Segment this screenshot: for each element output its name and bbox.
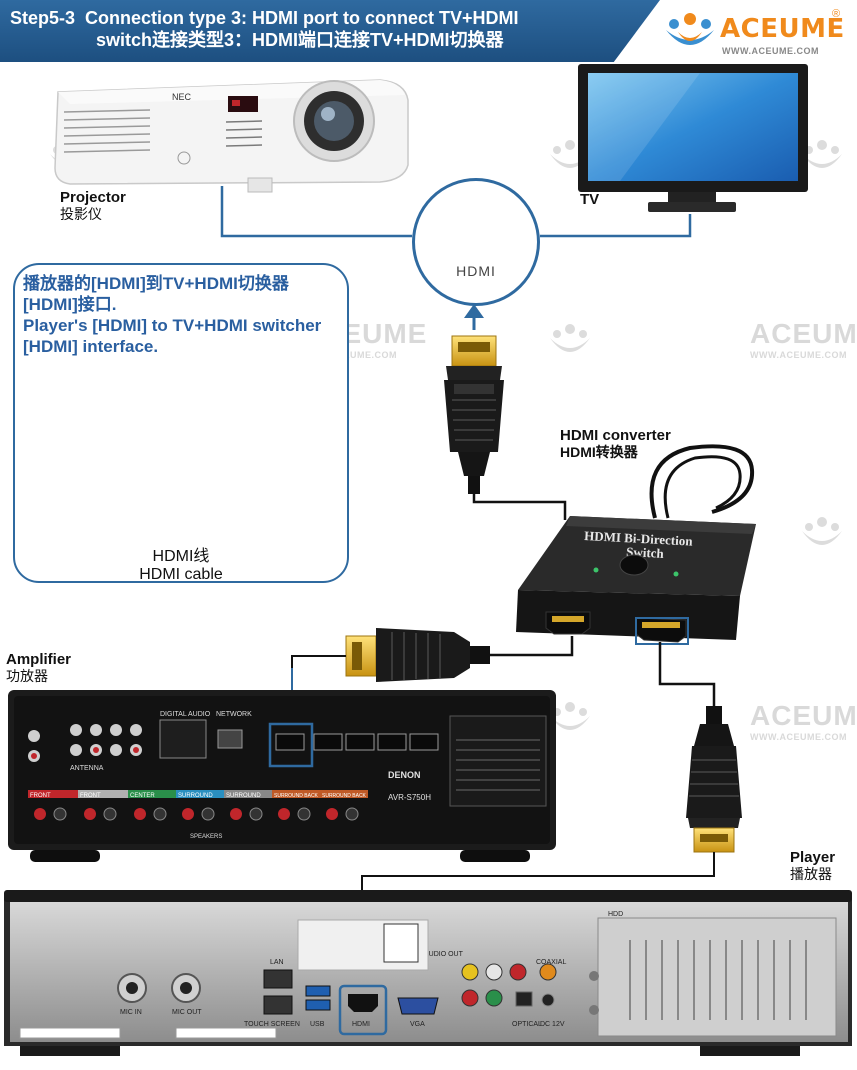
amp-section-surround-2 — [224, 790, 272, 798]
watermark-url: WWW.ACEUME.COM — [750, 732, 847, 742]
amp-section-surround-back-1 — [272, 790, 320, 798]
hdmi-plug-right — [686, 706, 742, 853]
watermark-text: ACEUME — [750, 700, 857, 731]
amplifier: DIGITAL AUDIO NETWORK ANTENNA DENON AVR-… — [8, 690, 556, 862]
amp-section-label: SURROUND BACK — [322, 793, 367, 799]
hdmi-plug-top — [444, 335, 504, 494]
projector-link-line — [220, 186, 412, 238]
logo-registered: ® — [832, 8, 841, 20]
projector: NEC — [54, 79, 409, 193]
watermark: ACEUMEWWW.ACEUME.COM — [750, 318, 857, 360]
amp-section-surround-1 — [176, 790, 224, 798]
cable-switch-to-player — [658, 642, 716, 706]
projector-label-en: Projector — [60, 189, 126, 206]
callout-box: 播放器的[HDMI]到TV+HDMI切换器[HDMI]接口. Player's … — [13, 263, 349, 583]
port-lan: LAN — [270, 959, 284, 966]
port-usb: USB — [310, 1021, 325, 1028]
hdmi-badge: HDMI — [412, 178, 540, 306]
amp-section-surround-back-2 — [320, 790, 368, 798]
hdmi-plug-horizontal — [345, 628, 490, 682]
amplifier-label-zh: 功放器 — [6, 668, 48, 684]
port-audio-out: AUDIO OUT — [424, 951, 464, 958]
logo-brand: ACEUME — [720, 14, 845, 44]
amp-network: NETWORK — [216, 711, 252, 718]
tv — [578, 64, 808, 212]
watermark: ACEUMEWWW.ACEUME.COM — [750, 700, 857, 742]
amp-model: AVR-S750H — [388, 793, 431, 802]
cable-caption-en: HDMI cable — [139, 566, 223, 583]
amp-section-label: SURROUND — [178, 793, 213, 799]
callout-text: 播放器的[HDMI]到TV+HDMI切换器[HDMI]接口. Player's … — [23, 273, 343, 357]
up-arrow-icon — [464, 304, 484, 318]
header: Step5-3 Connection type 3: HDMI port to c… — [0, 0, 857, 62]
amplifier-label: Amplifier 功放器 — [6, 651, 72, 685]
title-line-1: Connection type 3: HDMI port to connect … — [85, 8, 519, 28]
amp-antenna: ANTENNA — [70, 765, 104, 772]
amp-section-label: FRONT — [80, 793, 101, 799]
cable-caption-zh: HDMI线 — [152, 548, 210, 565]
tv-label-en: TV — [580, 191, 600, 208]
hdmi-converter-label-en: HDMI converter — [560, 427, 671, 444]
port-mic-out: MIC OUT — [172, 1009, 202, 1016]
watermark-text: ACEUME — [750, 318, 857, 349]
callout-text-zh: 播放器的[HDMI]到TV+HDMI切换器[HDMI]接口. — [23, 274, 289, 314]
port-coaxial: COAXIAL — [536, 959, 566, 966]
tv-link-line — [540, 214, 692, 238]
player-hdmi-highlight — [338, 984, 388, 1036]
logo-people-icon — [666, 13, 714, 45]
cable-to-switch — [472, 494, 567, 520]
hdmi-converter-label: HDMI converter HDMI转换器 — [560, 427, 671, 461]
header-title: Step5-3 Connection type 3: HDMI port to c… — [10, 7, 630, 51]
port-touch-screen: TOUCH SCREEN — [244, 1021, 300, 1028]
cable-caption: HDMI线 HDMI cable — [15, 548, 347, 584]
hdmi-converter-label-zh: HDMI转换器 — [560, 444, 638, 460]
title-line-2: switch连接类型3：HDMI端口连接TV+HDMI切换器 — [96, 30, 504, 50]
hdmi-badge-label: HDMI — [456, 263, 496, 279]
hdmi-switch: HDMI Bi-Direction Switch — [516, 444, 756, 645]
amplifier-label-en: Amplifier — [6, 651, 72, 668]
cable-amp-to-switch — [490, 636, 574, 657]
step-label: Step5-3 — [10, 8, 76, 28]
aceume-logo: ACEUME ® WWW.ACEUME.COM — [662, 4, 852, 58]
port-optical: OPTICAL — [512, 1021, 542, 1028]
amp-section-front-1 — [28, 790, 78, 798]
amp-speakers-label: SPEAKERS — [190, 834, 222, 840]
logo-url: WWW.ACEUME.COM — [722, 46, 819, 56]
amp-brand: DENON — [388, 770, 421, 780]
player-label-en: Player — [790, 849, 836, 866]
player-label: Player 播放器 — [790, 849, 836, 883]
amp-section-front-2 — [78, 790, 128, 798]
amp-section-label: SURROUND BACK — [274, 793, 319, 799]
projector-brand: NEC — [172, 92, 192, 102]
port-mic-in: MIC IN — [120, 1009, 142, 1016]
watermark-url: WWW.ACEUME.COM — [750, 350, 847, 360]
amp-digital-audio: DIGITAL AUDIO — [160, 711, 211, 718]
header-band — [0, 0, 660, 62]
amp-section-label: CENTER — [130, 793, 155, 799]
player-label-zh: 播放器 — [790, 866, 832, 882]
tv-label: TV — [580, 192, 599, 208]
amp-section-label: SURROUND — [226, 793, 261, 799]
player: MIC IN MIC OUT LAN TOUCH SCREEN USB HDMI… — [4, 890, 852, 1056]
projector-label-zh: 投影仪 — [60, 206, 102, 222]
switch-title: HDMI Bi-Direction — [584, 528, 694, 549]
port-hdmi: HDMI — [352, 1021, 370, 1028]
callout-text-en: Player's [HDMI] to TV+HDMI switcher [HDM… — [23, 316, 322, 356]
port-hdd: HDD — [608, 911, 623, 918]
projector-label: Projector 投影仪 — [60, 189, 126, 223]
port-dc: DC 12V — [540, 1021, 565, 1028]
amp-section-center — [128, 790, 176, 798]
amp-section-label: FRONT — [30, 793, 51, 799]
port-vga: VGA — [410, 1021, 425, 1028]
